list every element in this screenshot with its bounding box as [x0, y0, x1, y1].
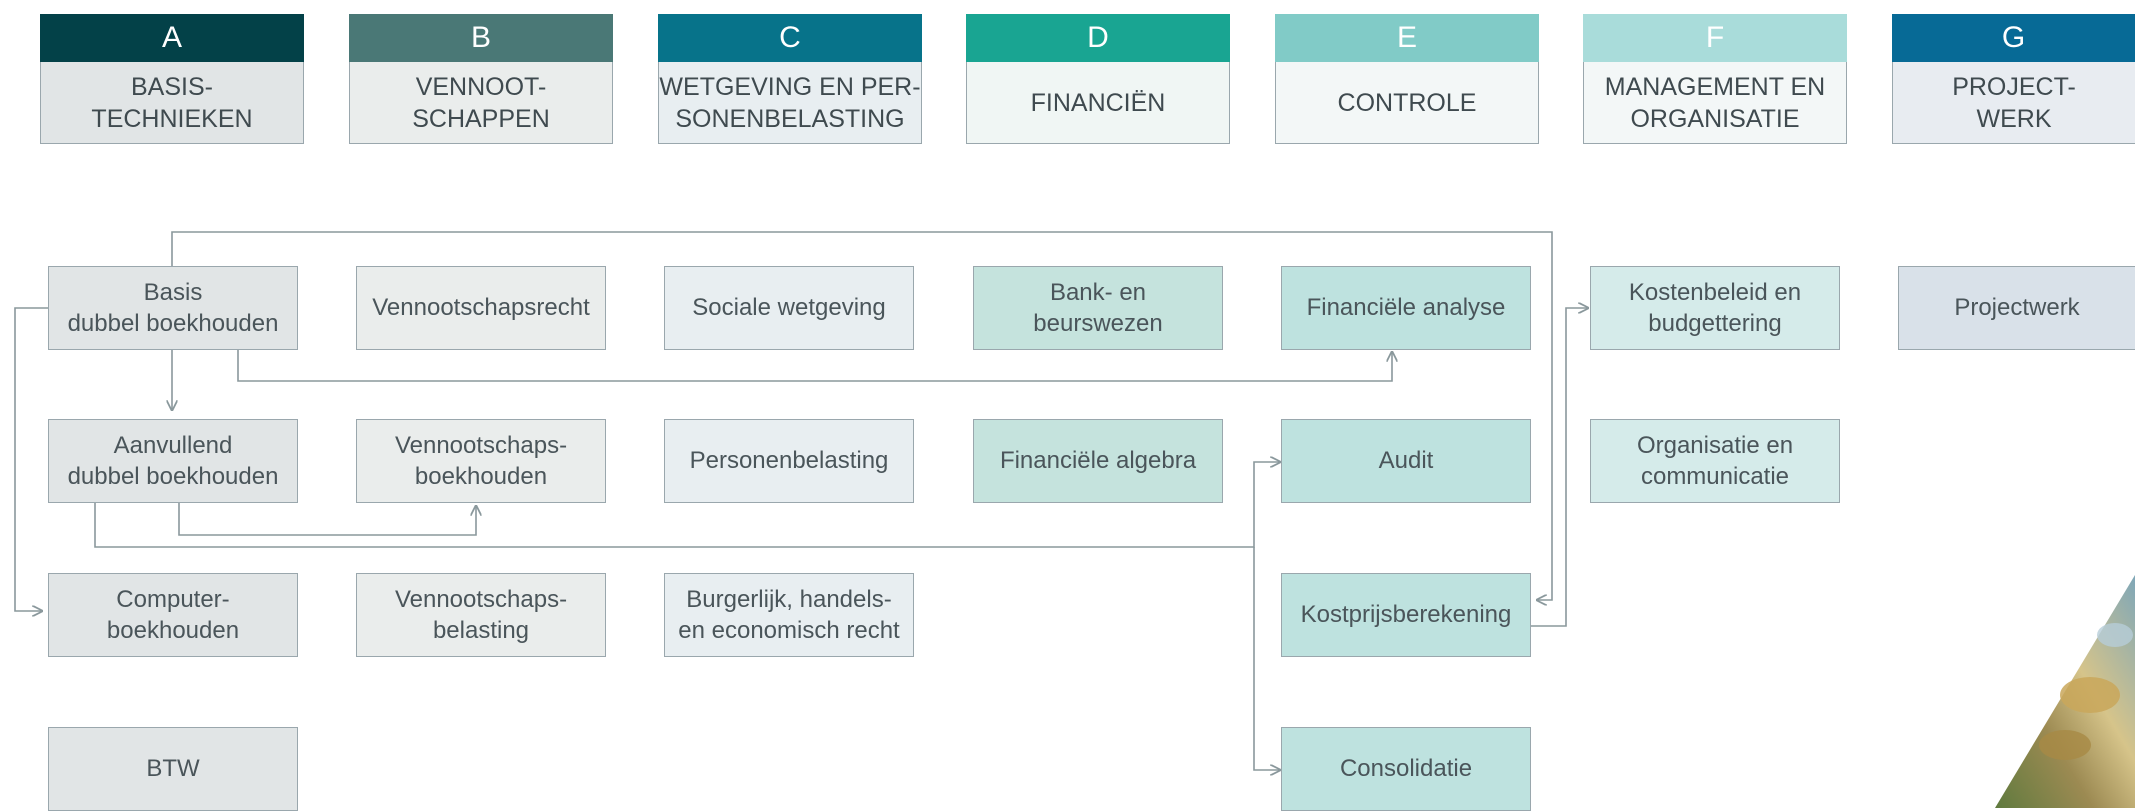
- node-organisatie-communicatie: Organisatie en communicatie: [1590, 419, 1840, 503]
- column-title: FINANCIËN: [966, 62, 1230, 144]
- node-vennootschapsrecht: Vennootschapsrecht: [356, 266, 606, 350]
- column-title: VENNOOT- SCHAPPEN: [349, 62, 613, 144]
- column-title: CONTROLE: [1275, 62, 1539, 144]
- link-aanvullend-to-vennootschapsboekhouden: [178, 503, 476, 536]
- link-kostprijs-to-kostenbeleid: [1531, 308, 1588, 627]
- node-kostenbeleid-budgettering: Kostenbeleid en budgettering: [1590, 266, 1840, 350]
- column-e: E CONTROLE: [1275, 14, 1539, 144]
- node-vennootschapsbelasting: Vennootschaps- belasting: [356, 573, 606, 657]
- node-financiele-algebra: Financiële algebra: [973, 419, 1223, 503]
- column-title: PROJECT- WERK: [1892, 62, 2135, 144]
- node-consolidatie: Consolidatie: [1281, 727, 1531, 811]
- column-title: WETGEVING EN PER- SONENBELASTING: [658, 62, 922, 144]
- node-bank-beurswezen: Bank- en beurswezen: [973, 266, 1223, 350]
- node-vennootschapsboekhouden: Vennootschaps- boekhouden: [356, 419, 606, 503]
- node-computerboekhouden: Computer- boekhouden: [48, 573, 298, 657]
- link-basis-to-financiele-analyse: [237, 350, 1392, 382]
- node-financiele-analyse: Financiële analyse: [1281, 266, 1531, 350]
- column-a: A BASIS- TECHNIEKEN: [40, 14, 304, 144]
- link-basis-to-kostprijsberekening: [171, 231, 1553, 600]
- node-aanvullend-dubbel-boekhouden: Aanvullend dubbel boekhouden: [48, 419, 298, 503]
- node-burgerlijk-recht: Burgerlijk, handels- en economisch recht: [664, 573, 914, 657]
- link-aanvullend-to-consolidatie: [1253, 547, 1280, 770]
- column-title: BASIS- TECHNIEKEN: [40, 62, 304, 144]
- column-letter: E: [1275, 14, 1539, 62]
- node-personenbelasting: Personenbelasting: [664, 419, 914, 503]
- link-basis-to-computerboekhouden: [14, 307, 48, 611]
- node-audit: Audit: [1281, 419, 1531, 503]
- node-sociale-wetgeving: Sociale wetgeving: [664, 266, 914, 350]
- column-d: D FINANCIËN: [966, 14, 1230, 144]
- column-letter: B: [349, 14, 613, 62]
- column-g: G PROJECT- WERK: [1892, 14, 2135, 144]
- column-letter: G: [1892, 14, 2135, 62]
- column-letter: F: [1583, 14, 1847, 62]
- decorative-photo: [1995, 575, 2135, 808]
- column-c: C WETGEVING EN PER- SONENBELASTING: [658, 14, 922, 144]
- column-letter: A: [40, 14, 304, 62]
- node-projectwerk: Projectwerk: [1898, 266, 2135, 350]
- column-f: F MANAGEMENT EN ORGANISATIE: [1583, 14, 1847, 144]
- node-kostprijsberekening: Kostprijsberekening: [1281, 573, 1531, 657]
- column-b: B VENNOOT- SCHAPPEN: [349, 14, 613, 144]
- column-title: MANAGEMENT EN ORGANISATIE: [1583, 62, 1847, 144]
- column-letter: D: [966, 14, 1230, 62]
- node-btw: BTW: [48, 727, 298, 811]
- node-basis-dubbel-boekhouden: Basis dubbel boekhouden: [48, 266, 298, 350]
- column-letter: C: [658, 14, 922, 62]
